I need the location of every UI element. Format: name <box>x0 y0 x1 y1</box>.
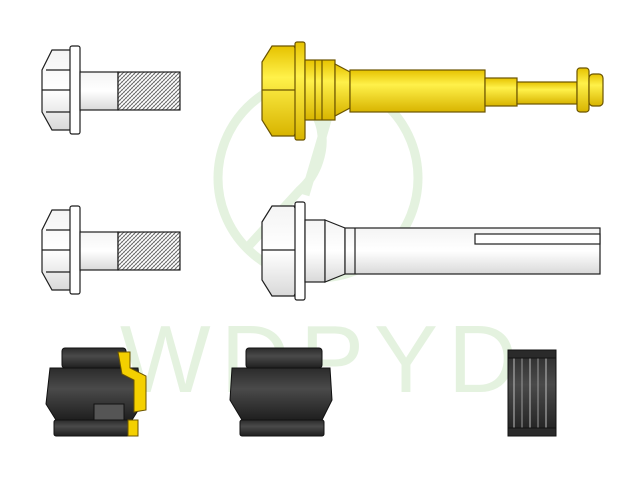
flange-bolt-middle <box>41 205 181 295</box>
bushing-with-clip <box>45 347 147 437</box>
bushing <box>229 347 333 437</box>
guide-pin-silver <box>261 201 601 301</box>
flange-bolt-top <box>41 45 181 135</box>
guide-pin-gold <box>261 41 604 141</box>
ribbed-sleeve <box>507 349 557 437</box>
